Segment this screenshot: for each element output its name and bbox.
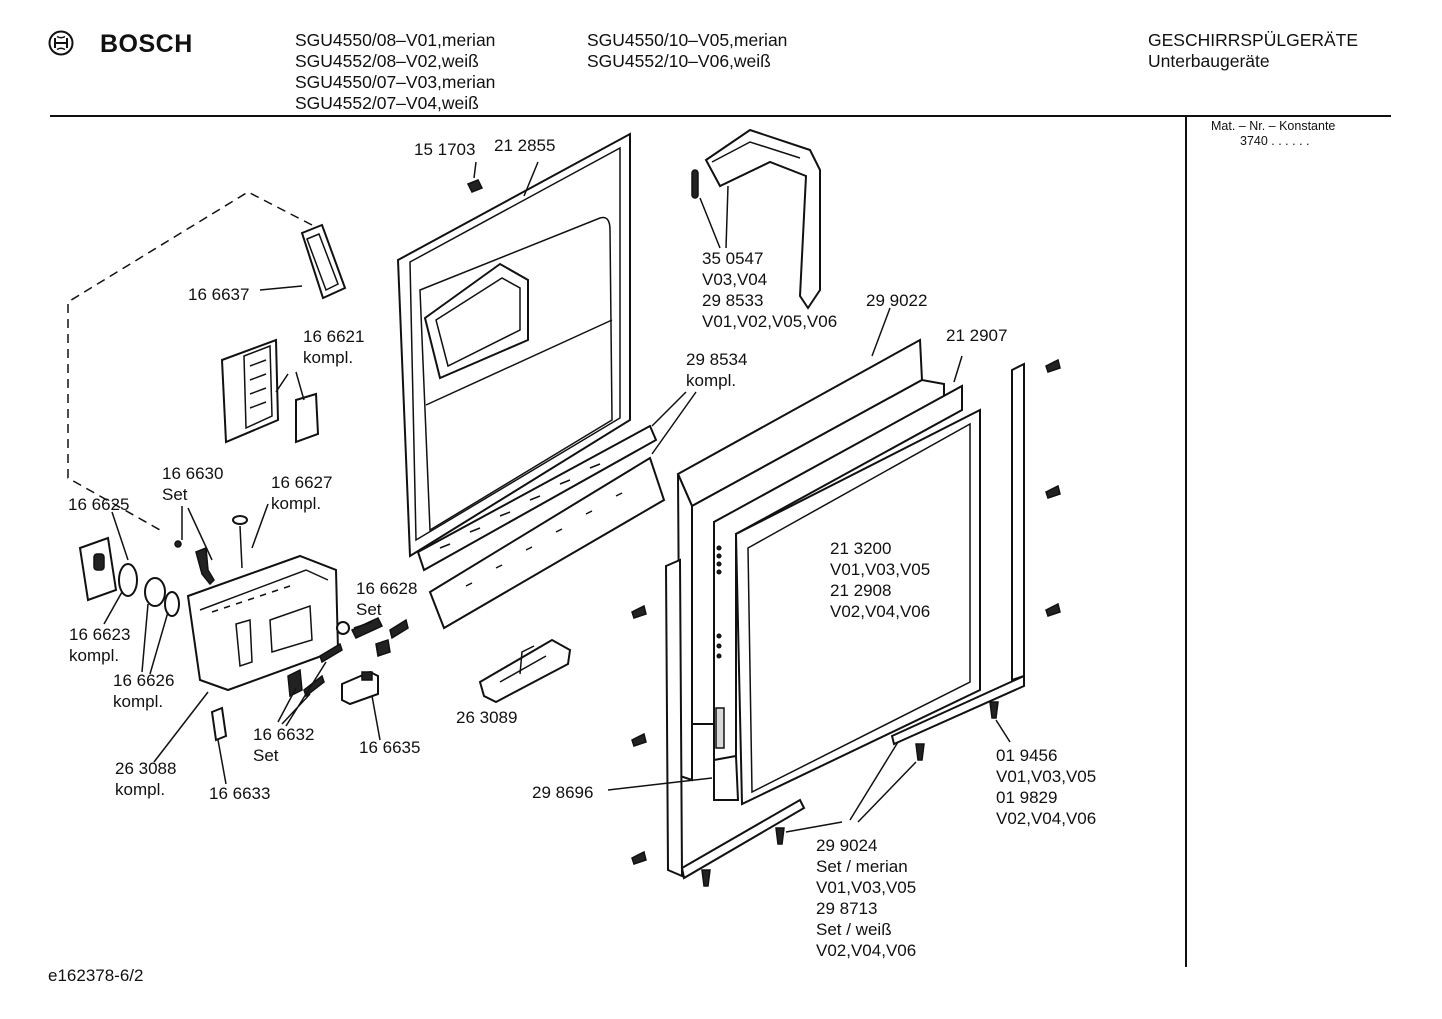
model-line: SGU4550/07–V03,merian xyxy=(295,72,496,92)
part-label-299022: 29 9022 xyxy=(866,291,928,310)
decor-frame-part xyxy=(713,384,981,806)
model-line: SGU4550/10–V05,merian xyxy=(587,30,788,50)
leader-lines xyxy=(103,161,1011,833)
part-label-166626: 16 6626 kompl. xyxy=(113,671,175,711)
side-trim-left-part xyxy=(664,558,806,880)
part-label-166633: 16 6633 xyxy=(209,784,271,803)
category-subtitle: Unterbaugeräte xyxy=(1148,51,1270,71)
part-label-166632: 16 6632 Set xyxy=(253,725,315,765)
part-label-151703: 15 1703 xyxy=(414,140,476,159)
side-divider xyxy=(1185,117,1187,967)
latch-seal-part xyxy=(164,591,180,617)
model-line: SGU4552/07–V04,weiß xyxy=(295,93,479,113)
model-line: SGU4552/08–V02,weiß xyxy=(295,51,479,71)
document-id: e162378-6/2 xyxy=(48,966,144,985)
header-divider xyxy=(50,115,1391,117)
part-label-166627: 16 6627 kompl. xyxy=(271,473,333,513)
switch-part xyxy=(341,670,379,706)
bracket-part xyxy=(478,638,572,704)
part-label-019456: 01 9456 V01,V03,V05 01 9829 V02,V04,V06 xyxy=(996,746,1097,828)
filter-cover-part xyxy=(220,338,320,444)
bosch-logo-icon xyxy=(48,30,74,56)
hook-part xyxy=(174,540,215,586)
part-label-166623: 16 6623 kompl. xyxy=(69,625,131,665)
part-label-213200: 21 3200 V01,V03,V05 21 2908 V02,V04,V06 xyxy=(830,539,931,621)
part-label-299024: 29 9024 Set / merian V01,V03,V05 29 8713… xyxy=(816,836,917,960)
part-label-212855: 21 2855 xyxy=(494,136,556,155)
category-title: GESCHIRRSPÜLGERÄTE xyxy=(1148,30,1359,50)
mat-nr-label: Mat. – Nr. – Konstante xyxy=(1211,119,1336,133)
inner-door-panel-part xyxy=(396,132,658,572)
latch-cap-part xyxy=(78,536,118,602)
model-line: SGU4552/10–V06,weiß xyxy=(587,51,771,71)
part-label-166637: 16 6637 xyxy=(188,285,250,304)
part-label-263088: 26 3088 kompl. xyxy=(115,759,177,799)
part-label-166625: 16 6625 xyxy=(68,495,130,514)
part-label-298534: 29 8534 kompl. xyxy=(686,350,748,390)
part-label-166621: 16 6621 kompl. xyxy=(303,327,365,367)
latch-ring-part xyxy=(118,563,138,597)
screw-part xyxy=(466,179,1061,887)
latch-spring-part xyxy=(144,577,166,607)
part-label-298696: 29 8696 xyxy=(532,783,594,802)
adjust-screw-part xyxy=(232,515,248,569)
part-label-166635: 16 6635 xyxy=(359,738,421,757)
part-label-166630: 16 6630 Set xyxy=(162,464,224,504)
handle-strip-part xyxy=(428,456,666,630)
brand-name: BOSCH xyxy=(100,30,193,58)
part-label-350547: 35 0547 V03,V04 29 8533 V01,V02,V05,V06 xyxy=(702,249,838,331)
side-trim-right-part xyxy=(890,362,1025,746)
assembly-guide-line xyxy=(67,191,313,531)
part-label-212907: 21 2907 xyxy=(946,326,1008,345)
model-line: SGU4550/08–V01,merian xyxy=(295,30,496,50)
model-list-2: SGU4550/10–V05,merian SGU4552/10–V06,wei… xyxy=(587,30,787,72)
model-list-1: SGU4550/08–V01,merian SGU4552/08–V02,wei… xyxy=(295,30,495,114)
category-block: GESCHIRRSPÜLGERÄTE Unterbaugeräte xyxy=(1148,30,1358,72)
window-frame-part xyxy=(300,223,347,300)
spacer-part xyxy=(210,706,228,742)
hinge-arm-part xyxy=(691,128,821,310)
part-label-263089: 26 3089 xyxy=(456,708,518,727)
part-label-166628: 16 6628 Set xyxy=(356,579,418,619)
mat-nr-value: 3740 . . . . . . xyxy=(1240,134,1310,148)
catch-set-part xyxy=(336,617,409,657)
mat-nr-note: Mat. – Nr. – Konstante 3740 . . . . . . xyxy=(1211,119,1335,149)
spring-set-part xyxy=(287,642,343,698)
